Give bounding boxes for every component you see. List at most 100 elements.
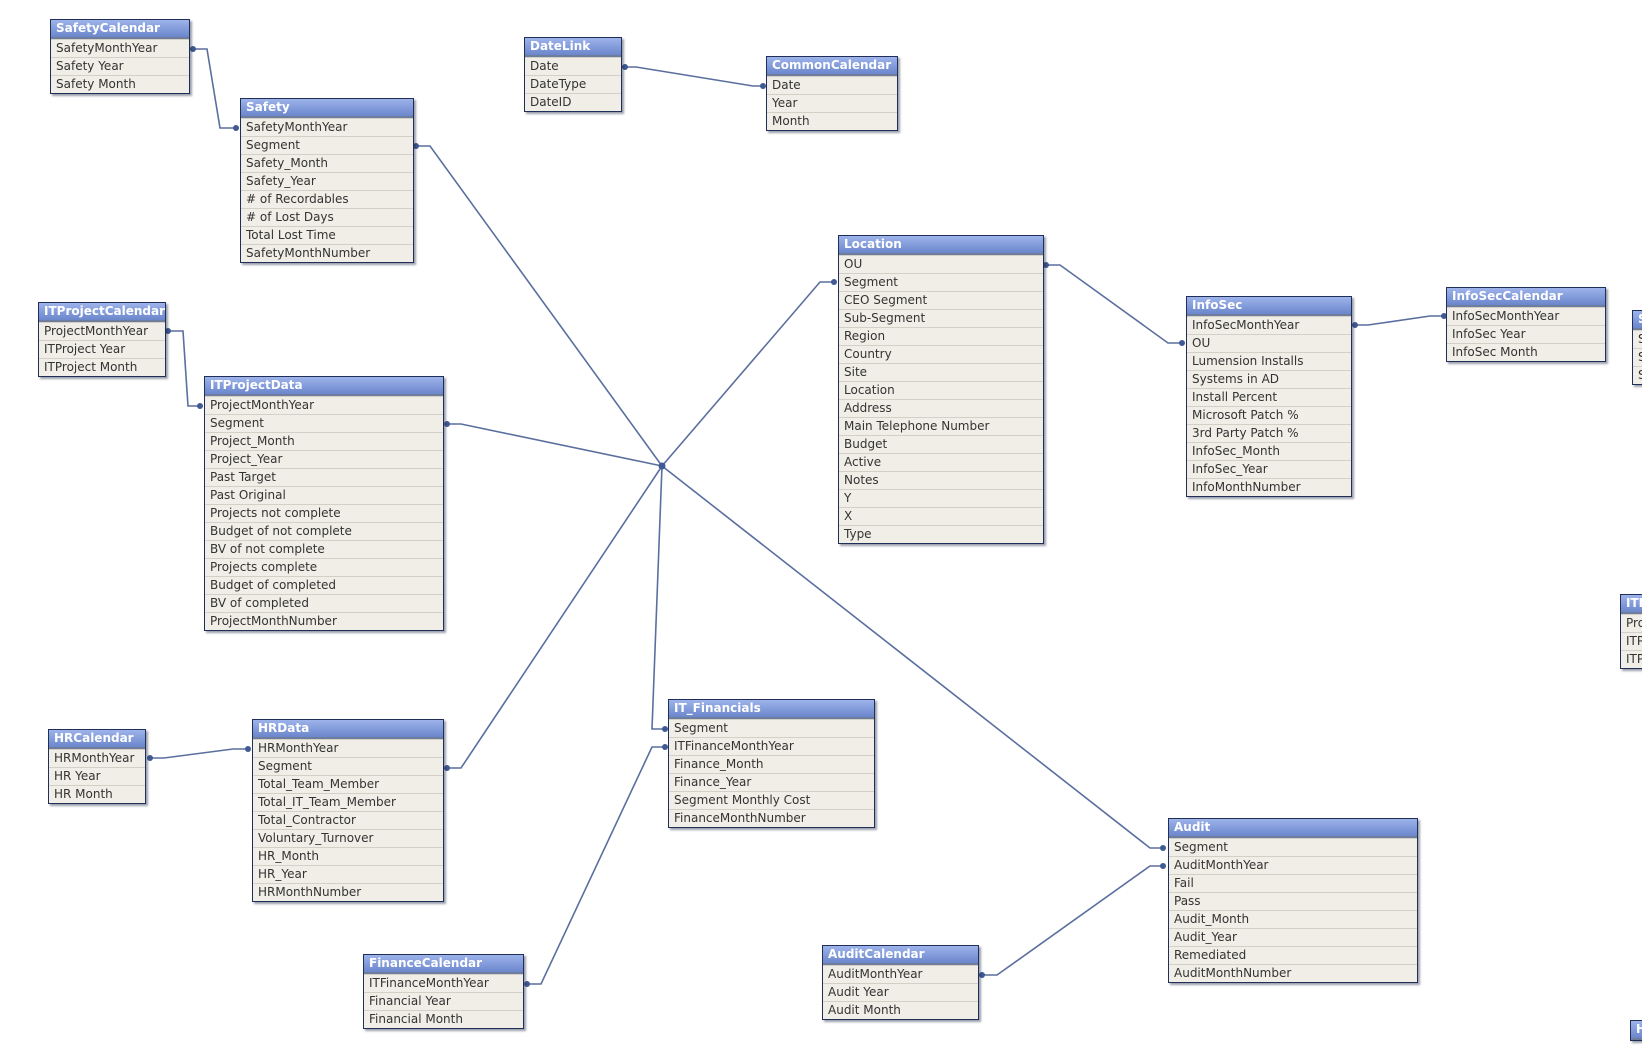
table-field[interactable]: InfoSec Year	[1447, 325, 1605, 343]
table-field[interactable]: Projects not complete	[205, 504, 443, 522]
table-field[interactable]: Pro	[1621, 614, 1642, 632]
table-field[interactable]: Financial Month	[364, 1010, 523, 1028]
table-field[interactable]: HR_Year	[253, 865, 443, 883]
table-field[interactable]: Address	[839, 399, 1043, 417]
table-field[interactable]: Total_Contractor	[253, 811, 443, 829]
table-field[interactable]: BV of completed	[205, 594, 443, 612]
table-field[interactable]: Past Target	[205, 468, 443, 486]
table-itp[interactable]: ITPProITPITP	[1620, 594, 1642, 669]
table-title[interactable]: FinanceCalendar	[364, 955, 523, 974]
table-field[interactable]: Total_Team_Member	[253, 775, 443, 793]
table-field[interactable]: InfoSec_Year	[1187, 460, 1351, 478]
table-field[interactable]: Pass	[1169, 892, 1417, 910]
table-field[interactable]: Project_Month	[205, 432, 443, 450]
table-field[interactable]: Month	[767, 112, 897, 130]
table-field[interactable]: Notes	[839, 471, 1043, 489]
table-field[interactable]: Main Telephone Number	[839, 417, 1043, 435]
table-field[interactable]: OU	[839, 255, 1043, 273]
table-field[interactable]: Segment	[205, 414, 443, 432]
table-field[interactable]: Segment Monthly Cost	[669, 791, 874, 809]
table-field[interactable]: Country	[839, 345, 1043, 363]
table-field[interactable]: Finance_Year	[669, 773, 874, 791]
table-field[interactable]: ITP	[1621, 650, 1642, 668]
table-field[interactable]: Location	[839, 381, 1043, 399]
table-field[interactable]: Fail	[1169, 874, 1417, 892]
table-title[interactable]: Audit	[1169, 819, 1417, 838]
table-field[interactable]: # of Recordables	[241, 190, 413, 208]
table-field[interactable]: Type	[839, 525, 1043, 543]
table-field[interactable]: Segment	[1169, 838, 1417, 856]
table-title[interactable]: AuditCalendar	[823, 946, 978, 965]
table-field[interactable]: Audit Month	[823, 1001, 978, 1019]
table-field[interactable]: Budget	[839, 435, 1043, 453]
table-field[interactable]: Safety_Month	[241, 154, 413, 172]
table-field[interactable]: ITFinanceMonthYear	[364, 974, 523, 992]
table-field[interactable]: Date	[525, 57, 621, 75]
table-title[interactable]: S	[1633, 311, 1642, 330]
table-field[interactable]: Budget of completed	[205, 576, 443, 594]
table-field[interactable]: HRMonthYear	[49, 749, 145, 767]
table-field[interactable]: HR Month	[49, 785, 145, 803]
table-title[interactable]: HRCalendar	[49, 730, 145, 749]
table-field[interactable]: Y	[839, 489, 1043, 507]
table-field[interactable]: 3rd Party Patch %	[1187, 424, 1351, 442]
table-field[interactable]: FinanceMonthNumber	[669, 809, 874, 827]
table-title[interactable]: HRData	[253, 720, 443, 739]
table-field[interactable]: ITFinanceMonthYear	[669, 737, 874, 755]
table-field[interactable]: DateType	[525, 75, 621, 93]
table-title[interactable]: InfoSec	[1187, 297, 1351, 316]
table-title[interactable]: CommonCalendar	[767, 57, 897, 76]
table-field[interactable]: Sub-Segment	[839, 309, 1043, 327]
table-field[interactable]: Install Percent	[1187, 388, 1351, 406]
table-title[interactable]: H	[1631, 1021, 1642, 1040]
table-field[interactable]: Past Original	[205, 486, 443, 504]
table-field[interactable]: Project_Year	[205, 450, 443, 468]
table-field[interactable]: Projects complete	[205, 558, 443, 576]
table-field[interactable]: ITP	[1621, 632, 1642, 650]
table-field[interactable]: Year	[767, 94, 897, 112]
table-field[interactable]: OU	[1187, 334, 1351, 352]
table-field[interactable]: Financial Year	[364, 992, 523, 1010]
table-field[interactable]: Active	[839, 453, 1043, 471]
table-field[interactable]: Total Lost Time	[241, 226, 413, 244]
table-field[interactable]: CEO Segment	[839, 291, 1043, 309]
table-field[interactable]: Safety Month	[51, 75, 189, 93]
table-field[interactable]: BV of not complete	[205, 540, 443, 558]
table-title[interactable]: ITProjectData	[205, 377, 443, 396]
table-field[interactable]: SafetyMonthNumber	[241, 244, 413, 262]
table-field[interactable]: ProjectMonthYear	[205, 396, 443, 414]
table-field[interactable]: AuditMonthNumber	[1169, 964, 1417, 982]
table-field[interactable]: ProjectMonthNumber	[205, 612, 443, 630]
table-field[interactable]: Audit Year	[823, 983, 978, 1001]
table-field[interactable]: Total_IT_Team_Member	[253, 793, 443, 811]
table-field[interactable]: X	[839, 507, 1043, 525]
table-field[interactable]: Voluntary_Turnover	[253, 829, 443, 847]
table-field[interactable]: S	[1633, 366, 1642, 384]
table-field[interactable]: Audit_Year	[1169, 928, 1417, 946]
table-field[interactable]: S	[1633, 330, 1642, 348]
table-field[interactable]: HR Year	[49, 767, 145, 785]
table-field[interactable]: Segment	[241, 136, 413, 154]
table-field[interactable]: HRMonthYear	[253, 739, 443, 757]
table-h[interactable]: H	[1630, 1020, 1642, 1041]
table-field[interactable]: AuditMonthYear	[823, 965, 978, 983]
table-field[interactable]: Lumension Installs	[1187, 352, 1351, 370]
table-field[interactable]: Budget of not complete	[205, 522, 443, 540]
table-field[interactable]: Microsoft Patch %	[1187, 406, 1351, 424]
table-field[interactable]: Systems in AD	[1187, 370, 1351, 388]
table-field[interactable]: InfoSecMonthYear	[1187, 316, 1351, 334]
table-field[interactable]: S	[1633, 348, 1642, 366]
table-field[interactable]: ProjectMonthYear	[39, 322, 165, 340]
table-field[interactable]: InfoSecMonthYear	[1447, 307, 1605, 325]
table-field[interactable]: AuditMonthYear	[1169, 856, 1417, 874]
table-field[interactable]: InfoSec_Month	[1187, 442, 1351, 460]
table-title[interactable]: Location	[839, 236, 1043, 255]
